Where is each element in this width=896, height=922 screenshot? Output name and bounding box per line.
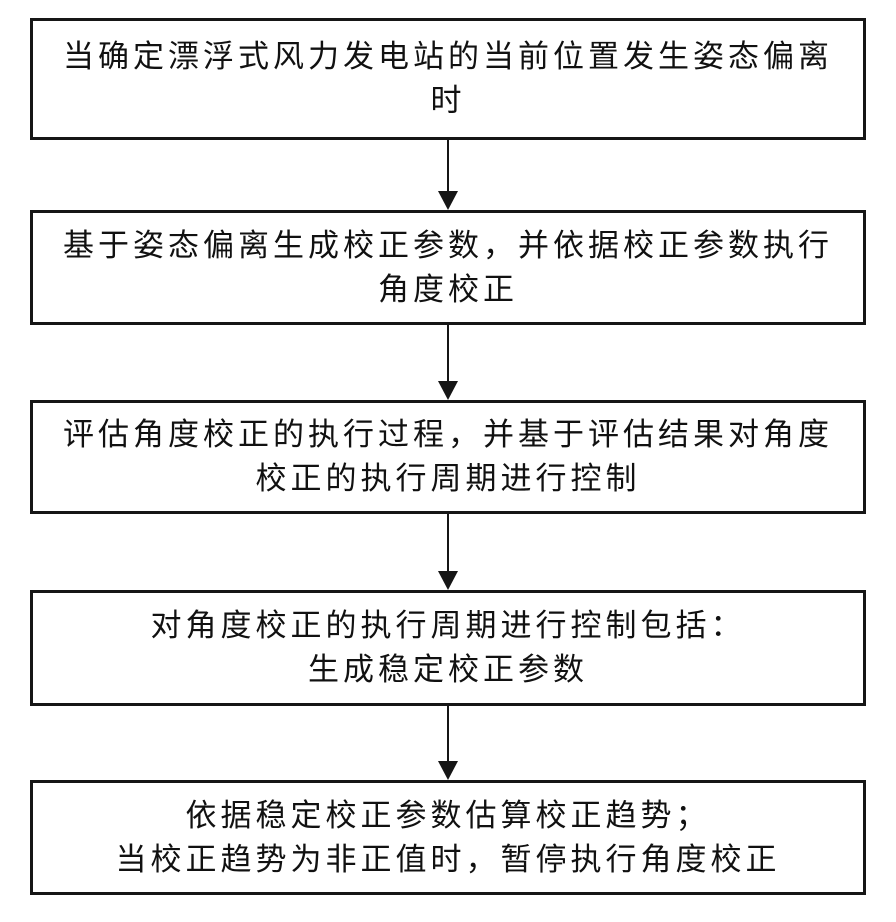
flow-step-5-line-1: 依据稳定校正参数估算校正趋势； — [185, 797, 711, 833]
flow-step-4-line-1: 对角度校正的执行周期进行控制包括： — [150, 608, 746, 643]
down-arrow-3 — [437, 514, 459, 590]
down-arrow-1-head-icon — [438, 191, 458, 210]
down-arrow-4-shaft — [447, 706, 449, 767]
down-arrow-4 — [437, 706, 459, 780]
down-arrow-1 — [437, 140, 459, 210]
down-arrow-1-shaft — [447, 140, 449, 197]
flow-step-1-line-2: 时 — [430, 83, 466, 118]
down-arrow-2-shaft — [447, 325, 449, 387]
flow-step-2-line-1: 基于姿态偏离生成校正参数，并依据校正参数执行 — [63, 227, 833, 263]
down-arrow-2 — [437, 325, 459, 400]
flow-step-3-line-2: 校正的执行周期进行控制 — [255, 461, 641, 496]
flow-step-3: 评估角度校正的执行过程，并基于评估结果对角度 校正的执行周期进行控制 — [30, 400, 866, 514]
flow-step-1: 当确定漂浮式风力发电站的当前位置发生姿态偏离 时 — [30, 18, 866, 140]
down-arrow-3-head-icon — [438, 571, 458, 590]
flow-step-5-line-2: 当校正趋势为非正值时，暂停执行角度校正 — [115, 841, 781, 877]
flow-step-4-line-2: 生成稳定校正参数 — [308, 652, 588, 687]
flow-step-4: 对角度校正的执行周期进行控制包括： 生成稳定校正参数 — [30, 590, 866, 706]
down-arrow-3-shaft — [447, 514, 449, 577]
flow-step-3-line-1: 评估角度校正的执行过程，并基于评估结果对角度 — [63, 417, 833, 452]
flow-step-5: 依据稳定校正参数估算校正趋势； 当校正趋势为非正值时，暂停执行角度校正 — [30, 780, 866, 895]
flow-step-2-line-2: 角度校正 — [378, 271, 518, 307]
down-arrow-4-head-icon — [438, 761, 458, 780]
down-arrow-2-head-icon — [438, 381, 458, 400]
flow-step-1-line-1: 当确定漂浮式风力发电站的当前位置发生姿态偏离 — [63, 39, 833, 74]
flow-step-2: 基于姿态偏离生成校正参数，并依据校正参数执行 角度校正 — [30, 210, 866, 325]
